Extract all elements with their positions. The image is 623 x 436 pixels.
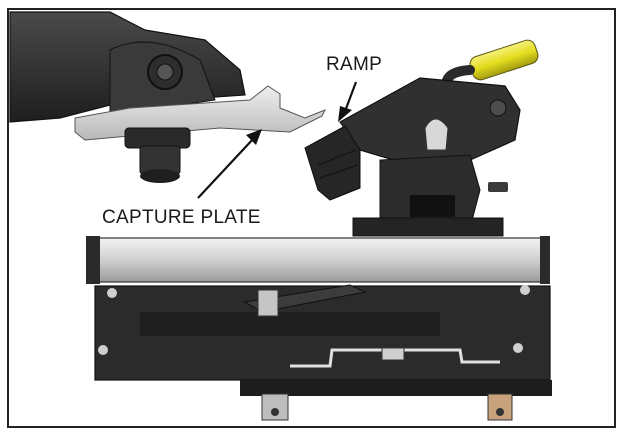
kingpin-collar	[124, 127, 191, 149]
chassis-inner-panel	[140, 312, 440, 336]
pivot-bolt-inner	[156, 63, 174, 81]
capture-plate	[74, 85, 327, 141]
skid-plate	[240, 380, 552, 396]
pedestal-base	[352, 217, 504, 237]
linkage-center	[381, 347, 405, 361]
right-bolt	[513, 343, 523, 353]
shackle	[424, 118, 449, 151]
rail-left-cap	[86, 236, 100, 284]
ramp-jaw	[304, 125, 361, 201]
capture-plate-label: CAPTURE PLATE	[102, 207, 261, 228]
rail-right-cap	[540, 236, 550, 284]
main-frame	[86, 236, 552, 421]
ramp-arrow	[338, 81, 358, 122]
left-foot	[261, 393, 289, 421]
left-bolt	[98, 345, 108, 355]
hitch-head-assembly	[9, 11, 327, 183]
top-left-bolt	[107, 288, 117, 298]
top-right-bolt	[520, 285, 530, 295]
arm-bracket	[257, 289, 279, 317]
upper-rail	[91, 237, 548, 283]
right-foot	[487, 393, 513, 421]
side-bolt	[489, 99, 507, 117]
ramp-assembly	[304, 39, 539, 237]
ramp-label: RAMP	[326, 54, 382, 75]
kingpin-base	[140, 169, 180, 183]
arrow-icon	[197, 137, 255, 199]
capture-plate-arrow	[197, 129, 262, 199]
pedestal-side-pin	[488, 182, 508, 192]
arrow-icon	[246, 129, 262, 145]
arrow-icon	[338, 106, 352, 122]
pedestal-window	[410, 195, 455, 217]
